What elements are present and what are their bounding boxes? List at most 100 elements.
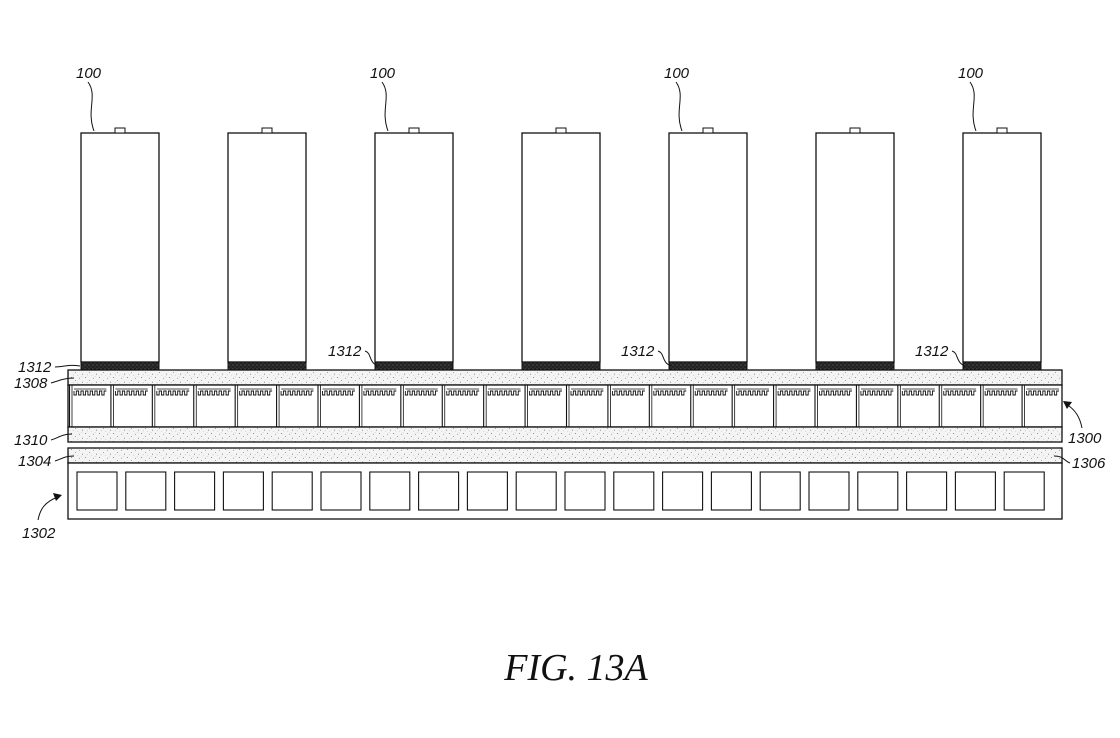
cold-plate-base (67, 462, 1063, 520)
battery-cell (962, 127, 1042, 371)
cell-terminal (849, 127, 861, 134)
lower-thermal-layer (67, 447, 1063, 464)
thermal-pad (962, 361, 1042, 371)
fin-serration (736, 390, 770, 396)
ref-label-100: 100 (664, 65, 690, 82)
ref-label-1312: 1312 (18, 359, 52, 376)
fin-serration (570, 390, 604, 396)
cooling-fin (68, 385, 107, 427)
mid-layer-reference: 1310 (14, 432, 73, 449)
cell-reference-4: 100 (958, 65, 984, 132)
ref-label-1310: 1310 (14, 432, 48, 449)
assembly-reference: 1300 (1063, 401, 1102, 447)
cooling-fin (1021, 385, 1059, 427)
fin-serration (860, 390, 894, 396)
cooling-fin-layer (67, 384, 1063, 428)
fin-serration (404, 390, 438, 396)
cell-body (962, 132, 1042, 363)
figure-caption: FIG. 13A (503, 647, 648, 689)
ref-label-1302: 1302 (22, 525, 56, 542)
thermal-pad (80, 361, 160, 371)
fin-serration (694, 390, 728, 396)
coolant-channel (515, 471, 557, 511)
battery-cells (80, 127, 1042, 371)
ref-label-100: 100 (76, 65, 102, 82)
cooling-fin (648, 385, 687, 427)
thermal-pad (815, 361, 895, 371)
ref-label-1312: 1312 (621, 343, 655, 360)
pad-reference-4: 1312 (915, 343, 966, 367)
fin-serration (611, 390, 645, 396)
fin-serration (73, 390, 107, 396)
cooling-fin (565, 385, 604, 427)
thermal-pad (374, 361, 454, 371)
cell-terminal (261, 127, 273, 134)
pad-reference-1: 1312 (18, 359, 81, 376)
ref-label-100: 100 (958, 65, 984, 82)
coolant-channel (564, 471, 606, 511)
battery-cell (80, 127, 160, 371)
cooling-fin (317, 385, 355, 427)
fin-serration (322, 390, 355, 396)
cell-terminal (555, 127, 567, 134)
coolant-channel (222, 471, 264, 511)
cooling-fin (814, 385, 852, 427)
cooling-fin (731, 385, 770, 427)
coolant-channel (466, 471, 508, 511)
battery-cell (815, 127, 895, 371)
battery-cell (227, 127, 307, 371)
battery-cell (521, 127, 601, 371)
cell-reference-1: 100 (76, 65, 102, 132)
coolant-channel (954, 471, 996, 511)
coolant-channel (662, 471, 704, 511)
fin-serration (156, 390, 190, 396)
cooling-fin (358, 385, 397, 427)
coolant-channel (76, 471, 118, 511)
cooling-fin (441, 385, 480, 427)
thermal-pad (227, 361, 307, 371)
fin-serration (239, 390, 273, 396)
cell-terminal (114, 127, 126, 134)
cell-body (521, 132, 601, 363)
fin-serration (529, 390, 562, 396)
thermal-pad (668, 361, 748, 371)
coolant-channel (271, 471, 313, 511)
top-thermal-layer (67, 369, 1063, 386)
cell-terminal (408, 127, 420, 134)
fin-serration (653, 390, 687, 396)
coolant-channel (174, 471, 216, 511)
cooling-fin (690, 385, 728, 427)
cell-terminal (996, 127, 1008, 134)
ref-label-1312: 1312 (328, 343, 362, 360)
cell-reference-2: 100 (370, 65, 396, 132)
cooling-fin (773, 385, 811, 427)
coolant-channel (125, 471, 167, 511)
coolant-channel (320, 471, 362, 511)
thermal-pad (521, 361, 601, 371)
battery-cell (668, 127, 748, 371)
ref-label-1306: 1306 (1072, 455, 1106, 472)
cooling-fin (980, 385, 1018, 427)
middle-thermal-layer (67, 426, 1063, 443)
cooling-fin (234, 385, 273, 427)
coolant-channel (613, 471, 655, 511)
coolant-channel (906, 471, 948, 511)
coolant-channel (759, 471, 801, 511)
fin-serration (446, 390, 480, 396)
fin-serration (114, 390, 148, 396)
lower-layer-reference: 1304 (18, 453, 75, 470)
coolant-channel (369, 471, 411, 511)
battery-cell (374, 127, 454, 371)
fin-serration (197, 390, 231, 396)
top-layer-reference: 1308 (14, 375, 75, 392)
coolant-channel (1003, 471, 1045, 511)
ref-label-1312: 1312 (915, 343, 949, 360)
cooling-fin (110, 385, 148, 427)
fin-serration (901, 390, 935, 396)
ref-label-100: 100 (370, 65, 396, 82)
cooling-fin (524, 385, 562, 427)
cell-reference-3: 100 (664, 65, 690, 132)
fin-serration (777, 390, 811, 396)
cooling-fin (897, 385, 935, 427)
base-reference: 1302 (22, 493, 62, 542)
